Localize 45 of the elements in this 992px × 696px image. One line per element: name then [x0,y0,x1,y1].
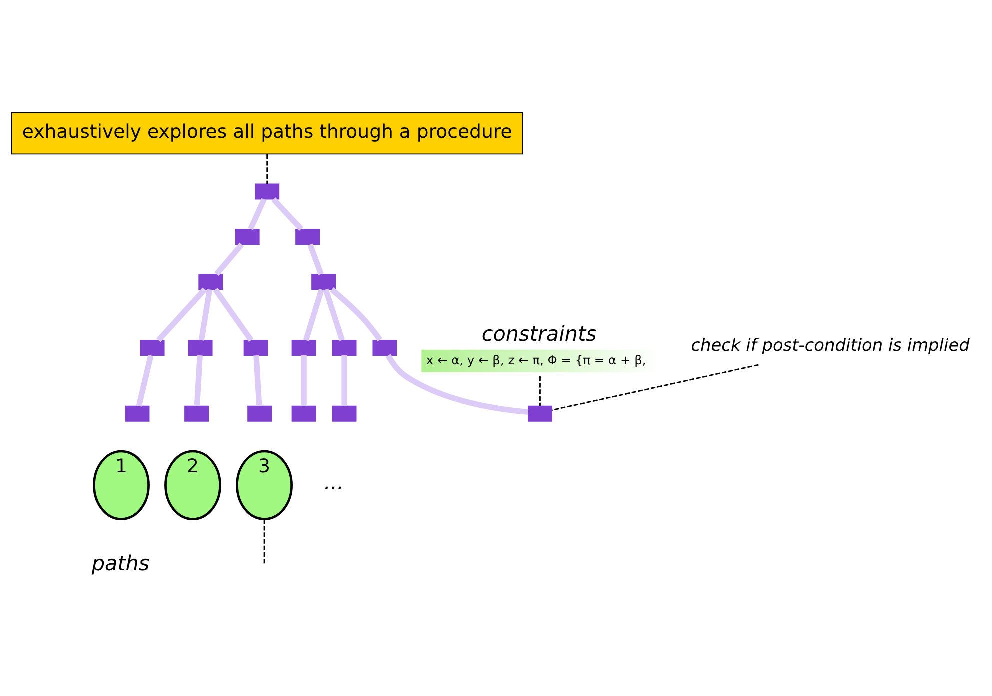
connector [301,356,307,406]
node-box [140,340,165,356]
node-ellipse: 1 [93,450,150,520]
node-box [332,406,357,422]
connector [136,354,154,407]
node-box [255,184,280,200]
connector [323,288,346,342]
connector [330,288,382,342]
connector [248,198,267,230]
connector [264,519,266,566]
node-box [332,340,357,356]
connector [308,244,324,276]
node-label: constraints [482,322,597,346]
connector [386,354,529,416]
connector [213,288,254,342]
node-box [244,340,268,356]
label: ... [324,470,344,495]
connector [156,288,207,342]
connector [272,198,304,232]
node-box [372,340,398,356]
connector [342,356,348,406]
node-box [188,340,213,356]
node-box [235,228,260,245]
node-box [312,274,336,290]
node-box [292,406,316,422]
connector [194,355,203,406]
connector [540,376,541,406]
node-box [248,406,272,422]
connector [254,355,262,406]
node-box: exhaustively explores all paths through a procedure [11,112,524,155]
node-box [198,274,224,290]
connector [198,289,213,341]
connector [552,364,759,411]
node-box [125,406,150,422]
connector [266,154,268,184]
node-box [184,406,209,422]
connector [303,288,324,342]
label: paths [92,552,150,576]
node-box [296,228,320,245]
node-box [292,340,316,356]
node-ellipse: 2 [164,450,222,520]
node-ellipse: 3 [236,450,293,520]
connector [214,242,244,276]
node-box [528,406,552,422]
node-text: check if post-condition is implied [691,335,970,356]
